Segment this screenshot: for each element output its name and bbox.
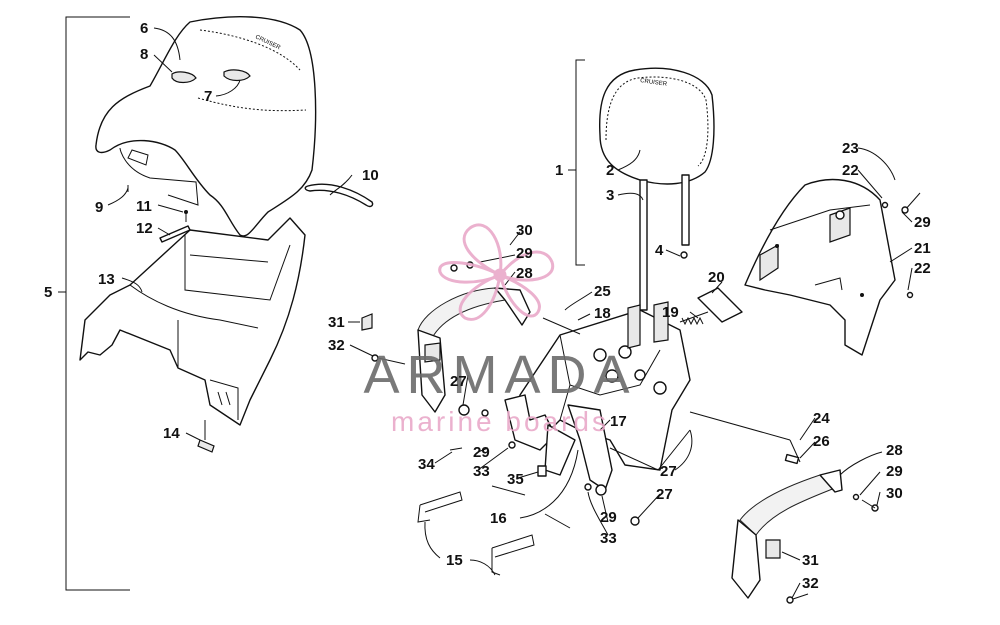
callout-29-mid: 29 [473, 444, 490, 461]
callout-23: 23 [842, 140, 859, 157]
backrest-cushion: CRUISER [598, 67, 715, 311]
callout-10: 10 [362, 167, 379, 184]
callout-27-left: 27 [450, 373, 467, 390]
callout-29-right: 29 [914, 214, 931, 231]
propeller-logo [438, 223, 555, 321]
post-cap-4 [680, 251, 688, 259]
grab-handle-left [361, 287, 531, 413]
callout-28-right: 28 [886, 442, 903, 459]
callout-4: 4 [655, 242, 664, 259]
callout-17: 17 [610, 413, 627, 430]
screw-32-right [786, 596, 794, 604]
armada-watermark: ARMADA marine boards [363, 223, 636, 437]
leader-lines [107, 27, 913, 599]
callout-33-low: 33 [600, 530, 617, 547]
callout-33-mid: 33 [473, 463, 490, 480]
seat-base [79, 217, 306, 453]
bracket-12 [159, 210, 191, 243]
mount-20 [679, 287, 743, 326]
backrest-post-left [639, 179, 648, 311]
latch-assembly [417, 394, 640, 576]
callout-34: 34 [418, 456, 435, 473]
callout-25-top: 25 [594, 283, 611, 300]
seat-handle-8 [171, 71, 197, 84]
callout-11: 11 [136, 198, 152, 215]
callout-24: 24 [813, 410, 830, 427]
strap-10 [304, 183, 374, 208]
callout-21: 21 [914, 240, 931, 257]
callout-32-right: 32 [802, 575, 819, 592]
seat-handle-7 [223, 69, 251, 82]
callout-22-top: 22 [842, 162, 859, 179]
callout-2: 2 [606, 162, 614, 179]
backrest-emboss: CRUISER [640, 78, 668, 88]
callout-9: 9 [95, 199, 103, 216]
screw-32-left [371, 354, 379, 362]
callout-12: 12 [136, 220, 153, 237]
seat-latch-14 [197, 439, 215, 453]
bracket-group-1 [568, 59, 585, 266]
grab-handle-right [731, 469, 843, 604]
backrest-frame-26 [514, 301, 691, 471]
callout-1: 1 [555, 162, 563, 179]
callout-35: 35 [507, 471, 524, 488]
callout-7: 7 [204, 88, 212, 105]
callout-19: 19 [662, 304, 679, 321]
callout-26: 27 [660, 463, 677, 480]
callout-28-top: 28 [516, 265, 533, 282]
callout-25-bottom: 26 [813, 433, 830, 450]
bracket-group-5 [58, 16, 130, 591]
rods [542, 317, 801, 465]
callout-16: 16 [490, 510, 507, 527]
clip-31-right [765, 539, 781, 559]
callout-13: 13 [98, 271, 115, 288]
callout-20: 20 [708, 269, 725, 286]
callout-14: 14 [163, 425, 180, 442]
callout-15: 15 [446, 552, 463, 569]
callout-6: 6 [140, 20, 148, 37]
callout-30-top: 30 [516, 222, 533, 239]
seat-cushion: CRUISER [95, 16, 317, 237]
callout-3: 3 [606, 187, 614, 204]
callout-8: 8 [140, 46, 148, 63]
callout-5: 5 [44, 284, 52, 301]
callout-18: 18 [594, 305, 611, 322]
callout-29-right-low: 29 [886, 463, 903, 480]
callout-32-left: 32 [328, 337, 345, 354]
watermark-tagline: marine boards [391, 406, 609, 437]
callout-31-left: 31 [328, 314, 345, 331]
callout-29-top: 29 [516, 245, 533, 262]
callout-30-right: 30 [886, 485, 903, 502]
callout-22-bottom: 22 [914, 260, 931, 277]
callout-labels: 6 8 7 9 11 12 10 13 5 14 1 2 3 4 20 19 2… [44, 20, 931, 592]
bolt-set-23 [881, 192, 921, 299]
callout-29-low: 29 [600, 509, 617, 526]
backrest-post-right [681, 174, 690, 246]
callout-27-right: 27 [656, 486, 673, 503]
clip-31-left [361, 313, 373, 331]
watermark-brand: ARMADA [363, 345, 636, 405]
rear-cover-21 [744, 178, 896, 356]
callout-31-right: 31 [802, 552, 819, 569]
